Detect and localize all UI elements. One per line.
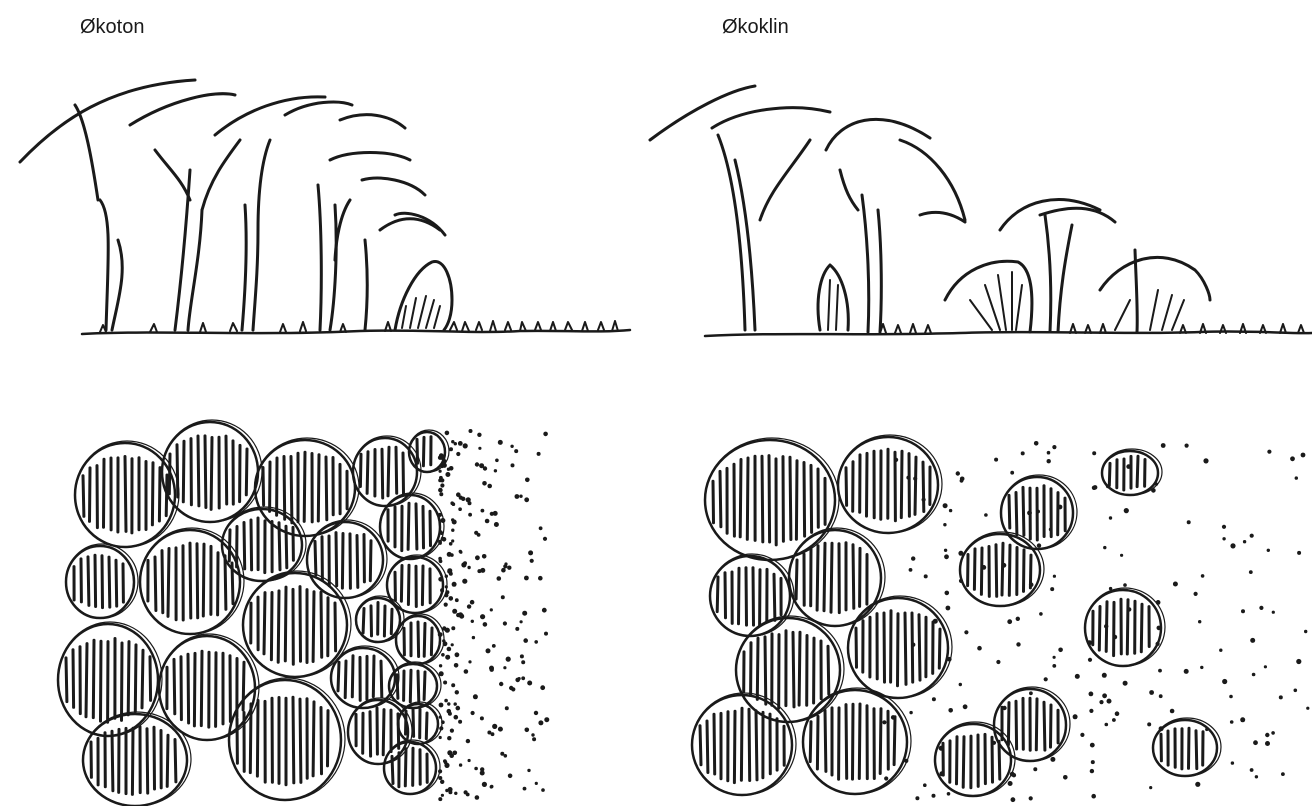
tree-trunk [718, 135, 745, 330]
tree-crown [258, 140, 270, 230]
crown-circle [396, 614, 444, 664]
tree-trunk [1058, 225, 1072, 332]
crown-circle [307, 520, 387, 598]
tree-crown [650, 86, 755, 140]
crown-circle [387, 555, 447, 613]
tree-trunk [188, 210, 202, 330]
tree-trunk [100, 200, 108, 330]
tree-trunk [242, 205, 246, 330]
tree-trunk [862, 195, 869, 332]
tree-crown [362, 178, 425, 195]
crown-circle [803, 688, 911, 794]
crown-circle [692, 693, 796, 795]
crown-circle [384, 740, 440, 794]
tree-crown [215, 97, 325, 135]
tree-crown [920, 212, 965, 222]
tree-crown [75, 105, 98, 200]
shrub-lines [402, 296, 440, 328]
okoton-profile [20, 80, 630, 334]
tree-trunk [318, 185, 321, 330]
shrub-lines [1115, 290, 1184, 330]
undergrowth-dots [438, 429, 549, 801]
tree-crown [1000, 200, 1100, 230]
tree-trunk [878, 210, 881, 332]
tree-crown [395, 213, 445, 235]
crown-circle [389, 662, 441, 708]
tree-crown [712, 108, 830, 128]
tree-trunk [253, 230, 258, 330]
tree-crown [330, 153, 410, 161]
crown-circle [66, 544, 138, 618]
tree-crown [130, 94, 235, 125]
crown-circle [1102, 449, 1162, 495]
crown-circle [398, 702, 442, 744]
crown-circle [994, 687, 1070, 761]
tree-trunk [330, 205, 336, 330]
tree-crown [285, 102, 352, 115]
ground-line [82, 330, 630, 334]
okoton-plan [58, 420, 549, 806]
tree-trunk [1045, 215, 1051, 332]
shrub [818, 265, 848, 330]
crown-circle [960, 532, 1044, 606]
shrub-lines [828, 280, 838, 330]
crown-circle [848, 596, 952, 698]
tree-crown [340, 115, 405, 128]
shrub-lines [970, 272, 1022, 330]
crown-circle [1153, 718, 1221, 776]
crown-circle [348, 698, 412, 764]
tree-crown [900, 140, 965, 220]
tree-crown [1100, 257, 1210, 300]
tree-trunk [365, 240, 367, 330]
crown-circle [789, 528, 885, 626]
crown-circle [838, 435, 942, 533]
crown-circle [162, 420, 262, 522]
okoklin-profile [650, 86, 1312, 336]
crown-circle [380, 493, 444, 559]
tree-trunk [112, 240, 122, 330]
tree-crown [1040, 208, 1115, 222]
okoklin-plan [692, 435, 1309, 802]
crown-circle [1085, 588, 1165, 666]
crown-circle [229, 678, 345, 800]
undergrowth-dots [882, 441, 1309, 802]
crown-circle [705, 438, 839, 560]
tree-crown [155, 150, 190, 200]
tree-trunk [1135, 250, 1137, 332]
crown-circle [710, 554, 794, 636]
tree-crown [840, 170, 858, 210]
tree-crown [202, 140, 240, 210]
tree-crown [760, 140, 810, 220]
tree-crown [20, 80, 195, 162]
crown-circle [222, 507, 306, 581]
crown-circle [736, 616, 844, 722]
crown-circle [243, 571, 351, 677]
crown-circle [935, 722, 1015, 796]
